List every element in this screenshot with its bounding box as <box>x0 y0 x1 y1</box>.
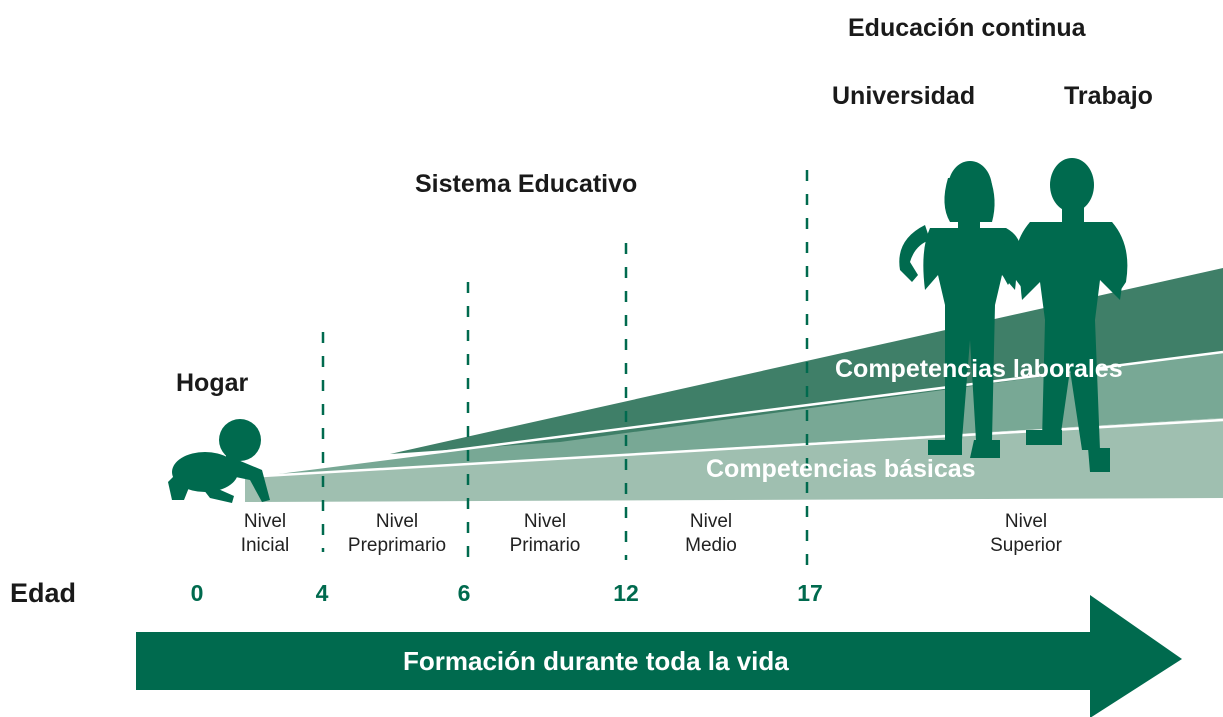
level-inicial-line1: Nivel <box>243 511 287 532</box>
title-work: Trabajo <box>1064 82 1153 110</box>
level-medio: Nivel Medio <box>676 510 746 558</box>
level-primario: Nivel Primario <box>497 510 593 558</box>
woman-silhouette-icon <box>899 161 1022 458</box>
age-0: 0 <box>190 580 204 606</box>
level-preprimario-line2: Preprimario <box>347 535 447 556</box>
arrow-label: Formación durante toda la vida <box>403 646 789 676</box>
age-4: 4 <box>315 580 329 606</box>
band-labor <box>390 268 1223 454</box>
title-continuing-education: Educación continua <box>848 14 1086 42</box>
man-silhouette-icon <box>1014 158 1128 472</box>
level-primario-line1: Nivel <box>523 511 567 532</box>
level-preprimario-line1: Nivel <box>375 511 419 532</box>
title-university: Universidad <box>832 82 976 110</box>
lifelong-learning-arrow <box>136 595 1182 717</box>
level-primario-line2: Primario <box>509 535 581 556</box>
level-superior-line2: Superior <box>990 535 1062 556</box>
band-label-labor: Competencias laborales <box>835 355 1123 383</box>
level-inicial: Nivel Inicial <box>230 510 300 558</box>
age-17: 17 <box>797 580 823 606</box>
age-6: 6 <box>457 580 471 606</box>
baby-crawling-icon <box>168 419 270 503</box>
title-education-system: Sistema Educativo <box>415 170 638 198</box>
level-superior: Nivel Superior <box>976 510 1076 558</box>
level-medio-line2: Medio <box>685 535 737 556</box>
level-preprimario: Nivel Preprimario <box>334 510 460 558</box>
level-superior-line1: Nivel <box>1004 511 1048 532</box>
age-label: Edad <box>10 578 77 608</box>
band-label-basic: Competencias básicas <box>706 455 976 483</box>
level-inicial-line2: Inicial <box>240 535 290 556</box>
age-12: 12 <box>613 580 639 606</box>
level-medio-line1: Nivel <box>689 511 733 532</box>
title-home: Hogar <box>176 369 249 397</box>
